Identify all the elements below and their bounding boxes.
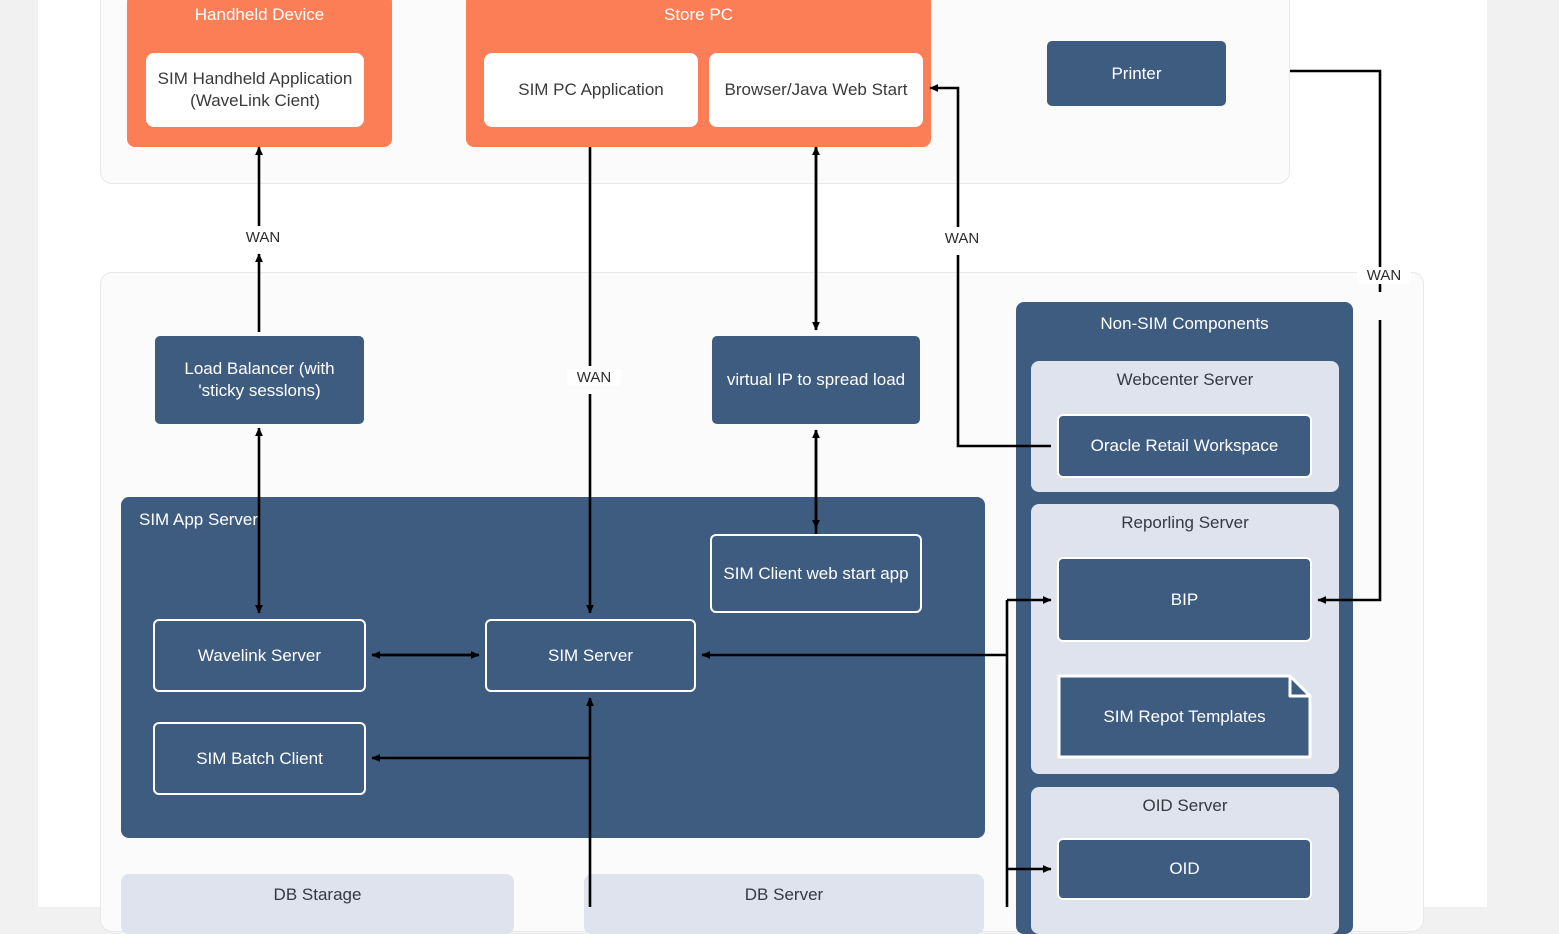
- sim-app-server-title: SIM App Server: [139, 510, 259, 529]
- load-balancer-line1: Load Balancer (with: [184, 359, 335, 379]
- sim-batch-client-box[interactable]: SIM Batch Client: [153, 722, 366, 795]
- db-storage-box[interactable]: DB Starage: [121, 874, 514, 934]
- load-balancer-box[interactable]: Load Balancer (with 'sticky sesslons): [155, 336, 364, 424]
- reporting-server-title: Reporling Server: [1121, 513, 1249, 532]
- load-balancer-line2: 'sticky sesslons): [198, 381, 321, 400]
- webcenter-server-title: Webcenter Server: [1116, 370, 1254, 389]
- sim-client-web-start-app-box[interactable]: SIM Client web start app: [710, 534, 922, 613]
- document-shape-icon: [1057, 674, 1312, 759]
- bip-box[interactable]: BIP: [1057, 557, 1312, 642]
- db-server-box[interactable]: DB Server: [584, 874, 984, 934]
- browser-java-web-start-card[interactable]: Browser/Java Web Start: [709, 53, 923, 127]
- handheld-device-title: Handheld Device: [194, 5, 325, 24]
- wan-label-printer: WAN: [1357, 267, 1411, 284]
- sim-pc-application-card[interactable]: SIM PC Application: [484, 53, 698, 127]
- sim-repot-templates-box[interactable]: SIM Repot Templates: [1057, 674, 1312, 759]
- oid-box[interactable]: OID: [1057, 838, 1312, 900]
- sim-handheld-application-line2: (WaveLink Cient): [190, 91, 320, 110]
- virtual-ip-box[interactable]: virtual IP to spread load: [712, 336, 920, 424]
- sim-server-box[interactable]: SIM Server: [485, 619, 696, 692]
- oid-server-title: OID Server: [1142, 796, 1228, 815]
- store-pc-title: Store PC: [664, 5, 733, 24]
- non-sim-components-title: Non-SIM Components: [1100, 314, 1269, 333]
- diagram-canvas: Handheld Device SIM Handheld Application…: [38, 0, 1487, 934]
- printer-box[interactable]: Printer: [1047, 41, 1226, 106]
- wan-label-browser: WAN: [935, 230, 989, 247]
- sim-handheld-application-line1: SIM Handheld Application: [157, 69, 353, 89]
- wavelink-server-box[interactable]: Wavelink Server: [153, 619, 366, 692]
- oracle-retail-workspace-box[interactable]: Oracle Retail Workspace: [1057, 414, 1312, 478]
- sim-repot-templates-label: SIM Repot Templates: [1103, 706, 1266, 726]
- wan-label-simpc: WAN: [567, 369, 621, 386]
- sim-handheld-application-card[interactable]: SIM Handheld Application (WaveLink Cient…: [146, 53, 364, 127]
- wan-label-handheld: WAN: [236, 229, 290, 246]
